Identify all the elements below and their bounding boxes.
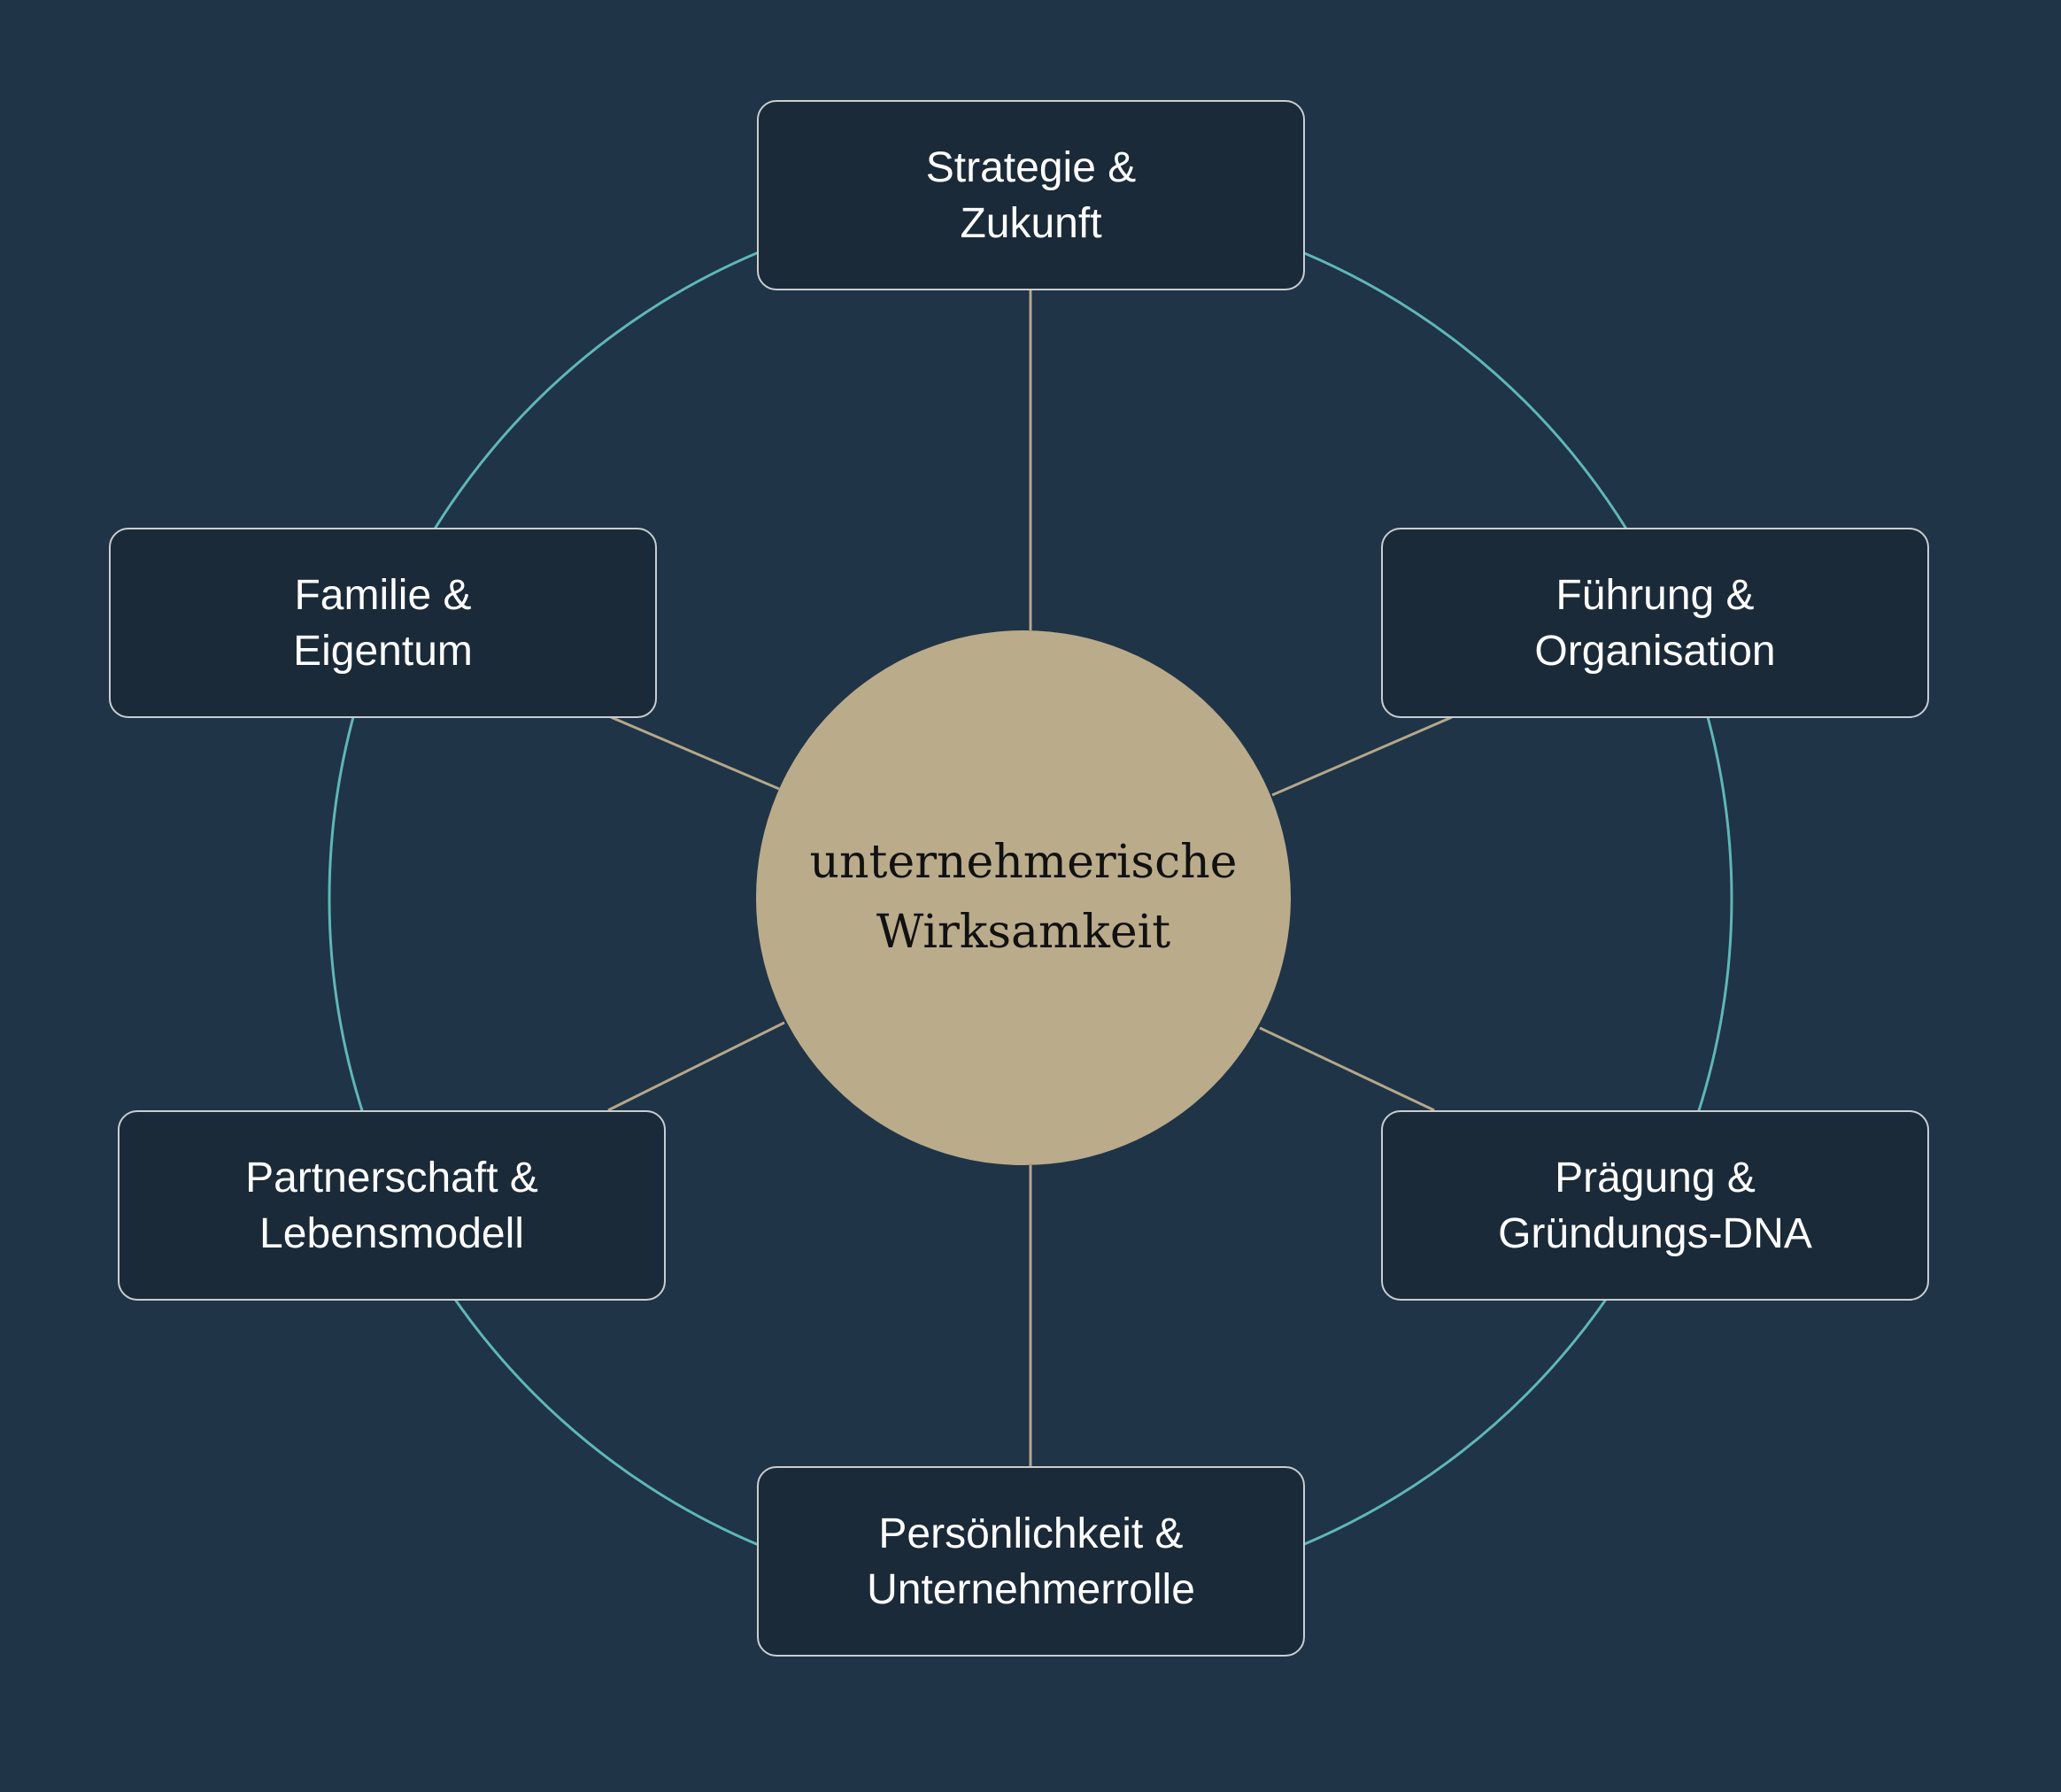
node-familie: Familie & Eigentum <box>109 528 657 718</box>
node-label: Familie & Eigentum <box>293 571 473 675</box>
node-strategie: Strategie & Zukunft <box>757 100 1305 290</box>
node-fuehrung: Führung & Organisation <box>1381 528 1929 718</box>
spoke-familie <box>610 715 780 791</box>
center-label: unternehmerische Wirksamkeit <box>809 836 1238 959</box>
spoke-praegung <box>1259 1026 1435 1112</box>
spoke-partnerschaft <box>607 1021 785 1112</box>
node-persoenlichkeit: Persönlichkeit & Unternehmerrolle <box>757 1466 1305 1657</box>
node-label: Strategie & Zukunft <box>925 143 1137 247</box>
node-label: Führung & Organisation <box>1534 571 1776 675</box>
node-label: Partnerschaft & Lebensmodell <box>245 1154 538 1257</box>
node-label: Prägung & Gründungs-DNA <box>1498 1154 1812 1257</box>
spoke-fuehrung <box>1271 715 1453 797</box>
center-circle: unternehmerische Wirksamkeit <box>756 630 1291 1165</box>
node-praegung: Prägung & Gründungs-DNA <box>1381 1110 1929 1301</box>
node-label: Persönlichkeit & Unternehmerrolle <box>867 1510 1195 1613</box>
node-partnerschaft: Partnerschaft & Lebensmodell <box>118 1110 666 1301</box>
